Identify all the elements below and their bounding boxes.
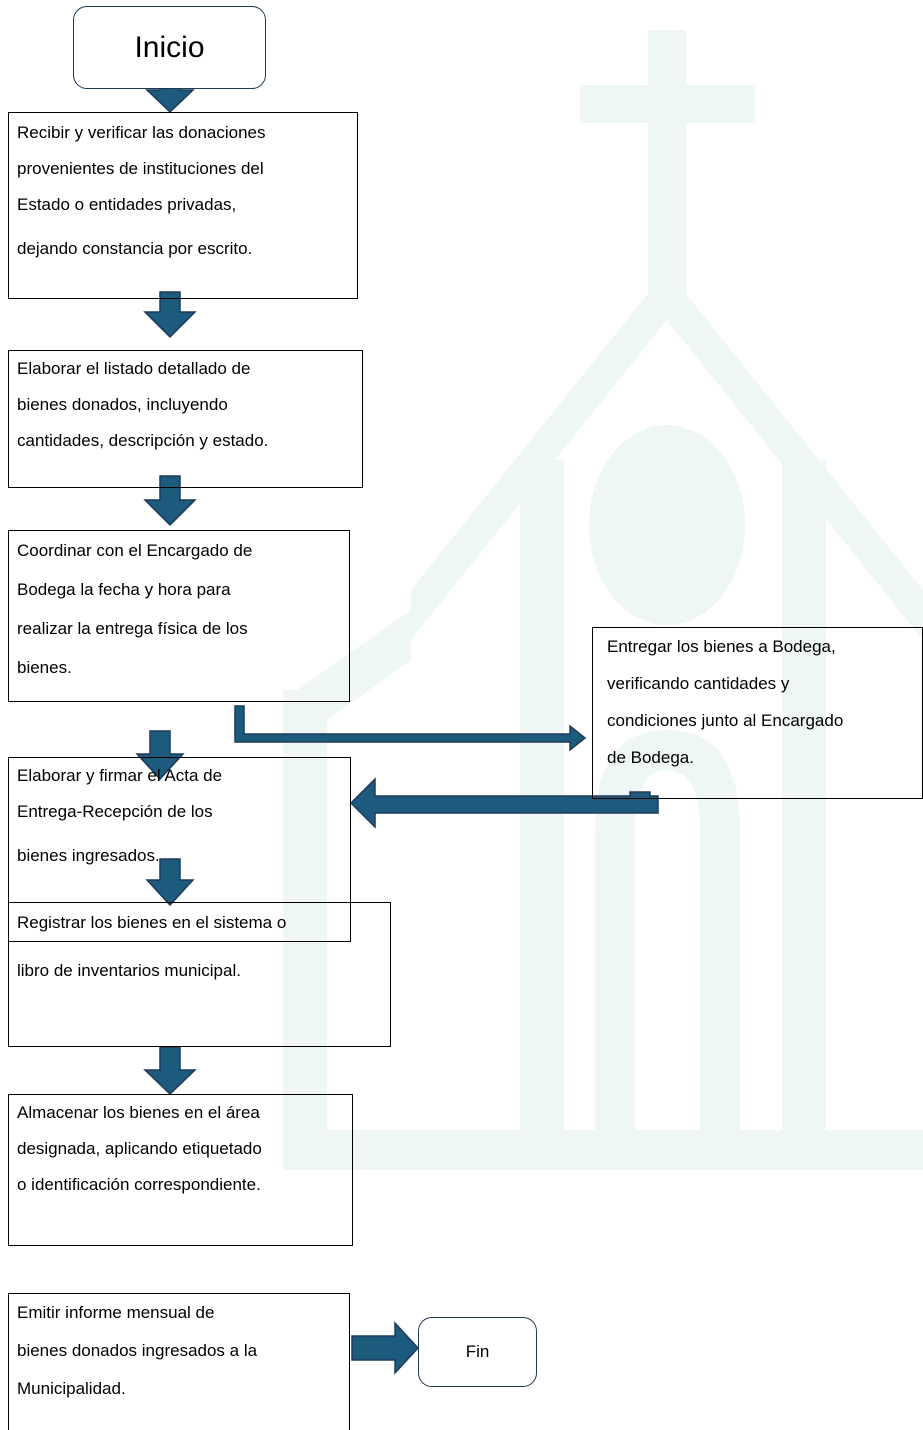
arrow-down-3	[143, 475, 197, 527]
step-line: cantidades, descripción y estado.	[17, 431, 269, 450]
step-line: Estado o entidades privadas,	[17, 195, 237, 214]
step-line: Municipalidad.	[17, 1379, 126, 1398]
step-line: verificando cantidades y	[607, 674, 790, 693]
step-line: dejando constancia por escrito.	[17, 239, 253, 258]
step-line: bienes donados ingresados a la	[17, 1341, 258, 1360]
step-7-box: Almacenar los bienes en el área designad…	[8, 1094, 353, 1246]
step-line: bienes donados, incluyendo	[17, 395, 228, 414]
step-line: Elaborar y firmar el Acta de	[17, 766, 223, 785]
start-terminal: Inicio	[73, 6, 266, 89]
end-terminal: Fin	[418, 1317, 537, 1387]
arrow-down-2	[143, 291, 197, 339]
step-line: libro de inventarios municipal.	[17, 961, 241, 980]
step-line: provenientes de instituciones del	[17, 159, 264, 178]
step-line: o identificación correspondiente.	[17, 1175, 261, 1194]
step-line: Elaborar el listado detallado de	[17, 359, 251, 378]
step-line: bienes.	[17, 658, 72, 677]
arrow-down-5	[145, 858, 195, 907]
step-2-box: Elaborar el listado detallado de bienes …	[8, 350, 363, 488]
step-4-box: Entregar los bienes a Bodega, verificand…	[592, 627, 923, 799]
step-line: Entregar los bienes a Bodega,	[607, 637, 836, 656]
step-6-box: Registrar los bienes en el sistema o lib…	[8, 902, 391, 1047]
step-line: Coordinar con el Encargado de	[17, 541, 253, 560]
step-line: designada, aplicando etiquetado	[17, 1139, 262, 1158]
arrow-down-6	[143, 1046, 197, 1096]
step-line: de Bodega.	[607, 748, 694, 767]
step-line: Registrar los bienes en el sistema o	[17, 913, 287, 932]
step-5-box: Elaborar y firmar el Acta de Entrega-Rec…	[8, 757, 351, 942]
step-line: realizar la entrega física de los	[17, 619, 248, 638]
step-line: Bodega la fecha y hora para	[17, 580, 231, 599]
arrow-down-4	[135, 730, 185, 781]
step-3-box: Coordinar con el Encargado de Bodega la …	[8, 530, 350, 702]
end-label: Fin	[465, 1342, 490, 1361]
step-line: Almacenar los bienes en el área	[17, 1103, 260, 1122]
step-line: Recibir y verificar las donaciones	[17, 123, 266, 142]
start-label: Inicio	[134, 30, 205, 64]
step-line: Emitir informe mensual de	[17, 1303, 215, 1322]
step-line: bienes ingresados.	[17, 846, 160, 865]
step-line: Entrega-Recepción de los	[17, 802, 213, 821]
step-1-box: Recibir y verificar las donaciones prove…	[8, 112, 358, 299]
step-line: condiciones junto al Encargado	[607, 711, 844, 730]
arrow-right-to-fin	[351, 1321, 420, 1375]
arrow-right-connector	[234, 705, 587, 752]
step-8-box: Emitir informe mensual de bienes donados…	[8, 1293, 350, 1430]
arrow-left-return	[349, 777, 659, 829]
